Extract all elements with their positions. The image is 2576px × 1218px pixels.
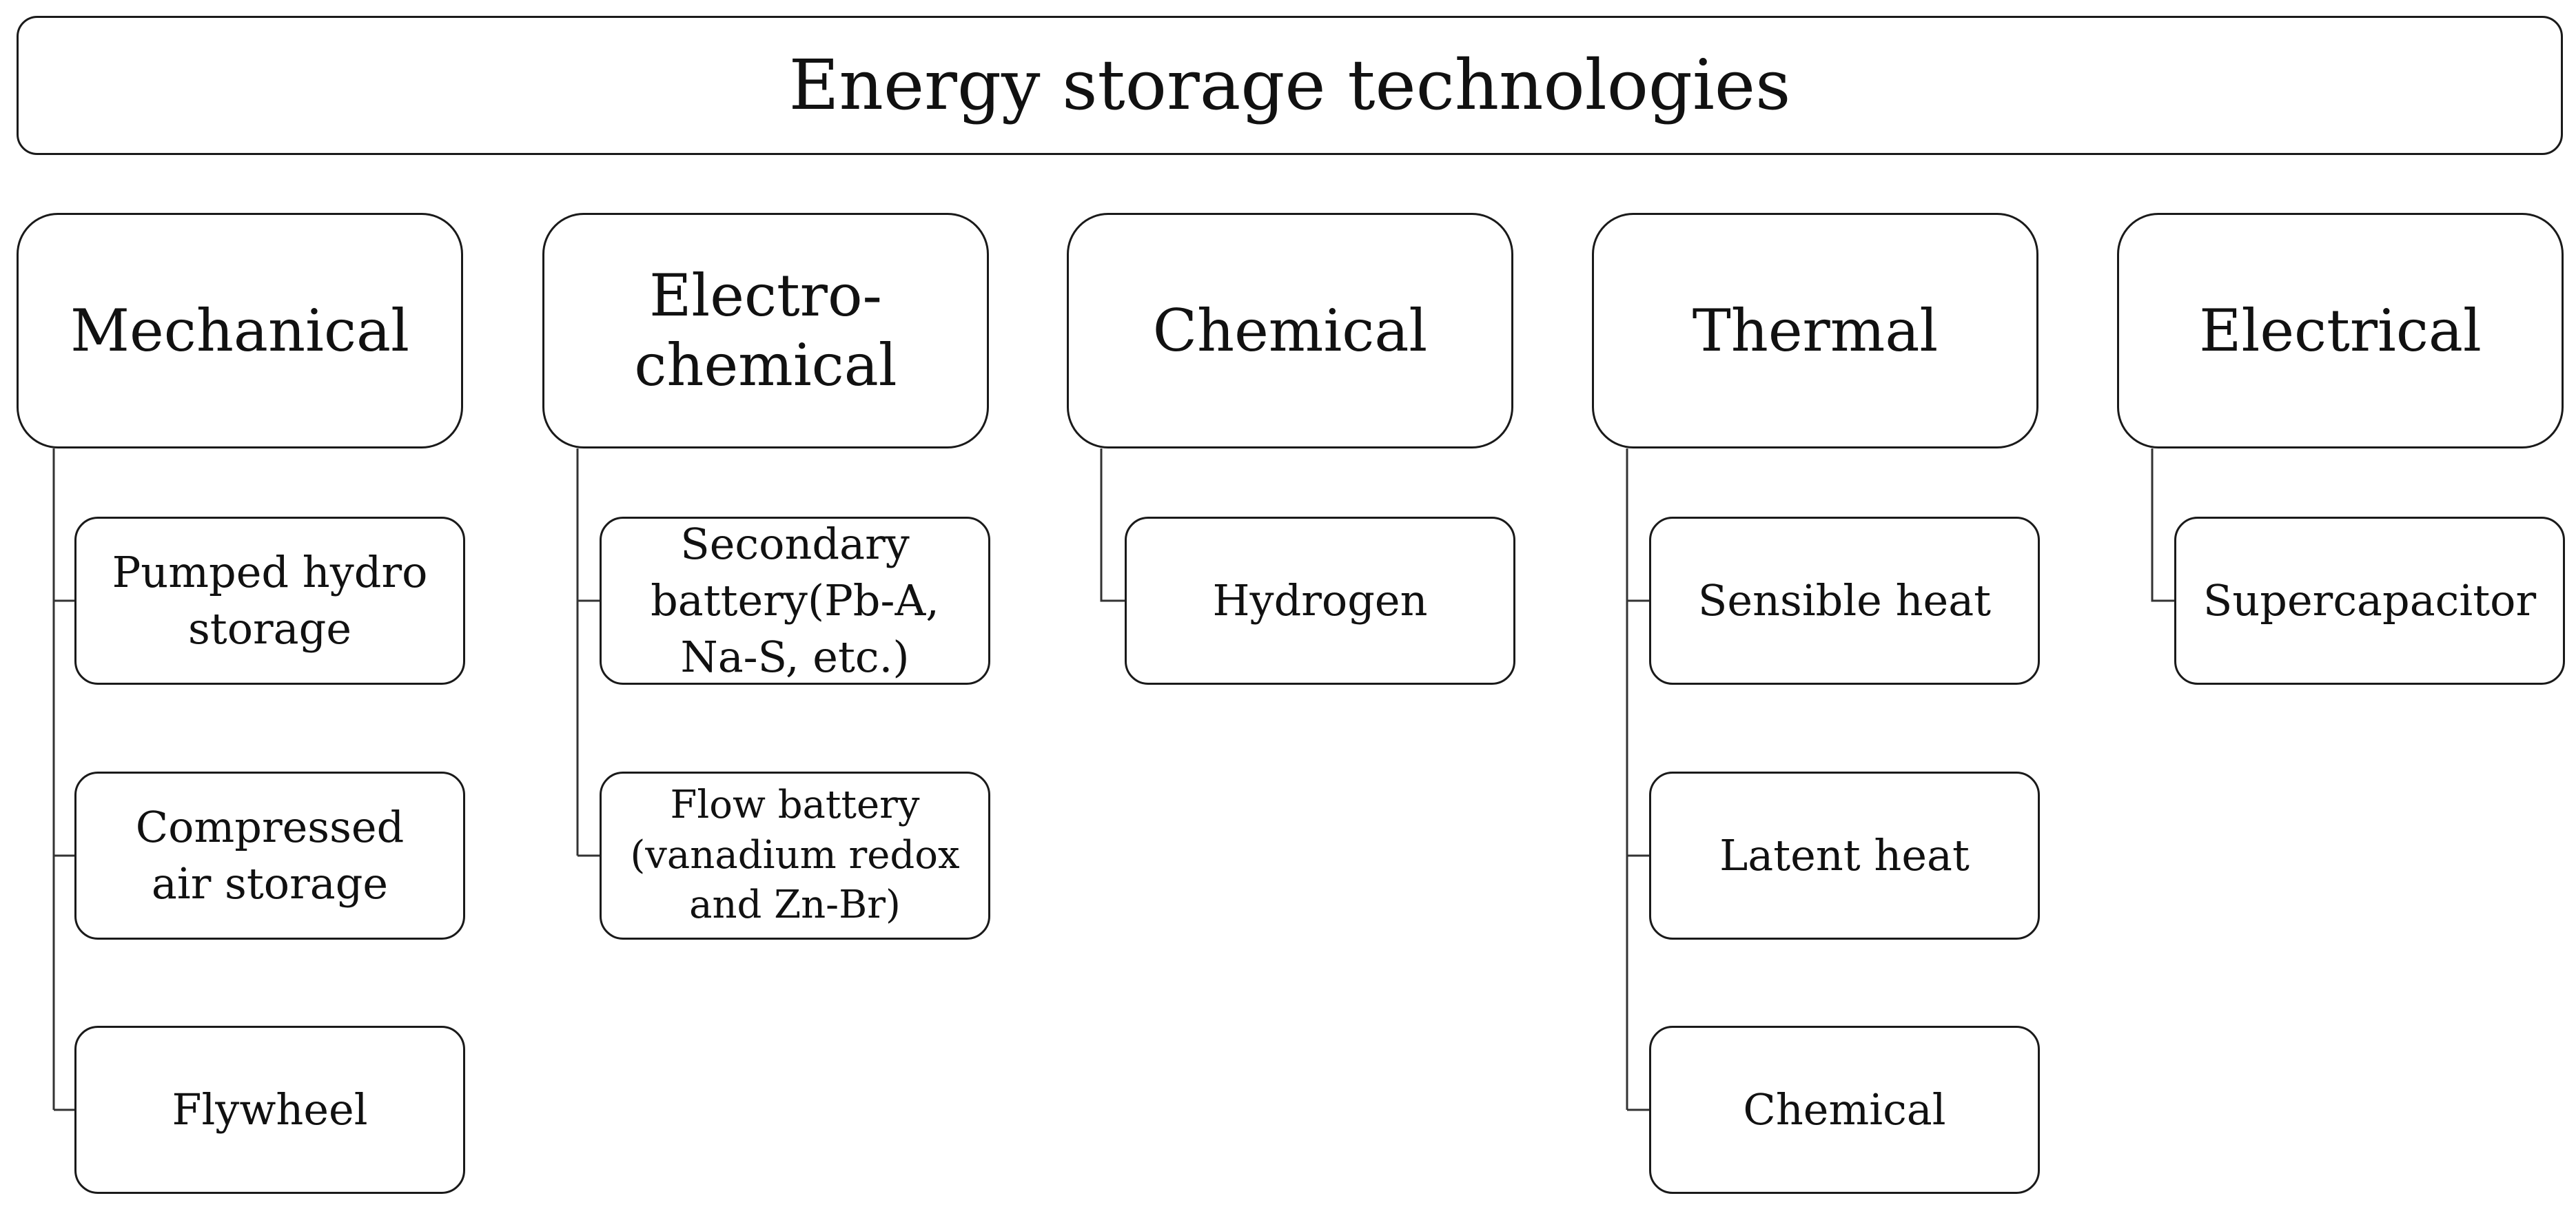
- root-title: Energy storage technologies: [788, 45, 1791, 125]
- node-label: Secondary battery(Pb-A, Na-S, etc.): [651, 519, 939, 682]
- node-label: Sensible heat: [1697, 575, 1992, 626]
- node-supercapacitor: Supercapacitor: [2174, 517, 2565, 685]
- node-hydrogen: Hydrogen: [1125, 517, 1515, 685]
- category-label: Electro- chemical: [634, 262, 897, 399]
- node-label: Flow battery (vanadium redox and Zn-Br): [630, 782, 960, 928]
- node-label: Chemical: [1743, 1084, 1946, 1135]
- category-label: Electrical: [2199, 296, 2482, 364]
- category-thermal: Thermal: [1592, 213, 2038, 448]
- category-label: Mechanical: [70, 296, 409, 364]
- node-flow-battery: Flow battery (vanadium redox and Zn-Br): [600, 772, 990, 940]
- node-label: Supercapacitor: [2202, 575, 2537, 626]
- node-flywheel: Flywheel: [74, 1026, 465, 1194]
- connector-chemical: [1100, 448, 1125, 602]
- category-electrochemical: Electro- chemical: [542, 213, 989, 448]
- category-chemical: Chemical: [1067, 213, 1513, 448]
- node-label: Compressed air storage: [135, 802, 405, 909]
- category-electrical: Electrical: [2117, 213, 2564, 448]
- node-compressed-air-storage: Compressed air storage: [74, 772, 465, 940]
- node-latent-heat: Latent heat: [1649, 772, 2040, 940]
- category-label: Chemical: [1152, 296, 1428, 364]
- root-node-energy-storage: Energy storage technologies: [17, 16, 2563, 155]
- category-mechanical: Mechanical: [17, 213, 463, 448]
- node-label: Pumped hydro storage: [112, 547, 428, 654]
- node-label: Hydrogen: [1212, 575, 1428, 626]
- category-label: Thermal: [1692, 296, 1939, 364]
- node-label: Latent heat: [1719, 830, 1970, 881]
- node-secondary-battery: Secondary battery(Pb-A, Na-S, etc.): [600, 517, 990, 685]
- connector-electrical: [2151, 448, 2174, 602]
- node-chemical-thermal: Chemical: [1649, 1026, 2040, 1194]
- node-label: Flywheel: [172, 1084, 368, 1135]
- connector-mechanical: [52, 448, 74, 1111]
- connector-thermal: [1626, 448, 1649, 1111]
- node-pumped-hydro-storage: Pumped hydro storage: [74, 517, 465, 685]
- connector-electrochemical: [576, 448, 600, 857]
- node-sensible-heat: Sensible heat: [1649, 517, 2040, 685]
